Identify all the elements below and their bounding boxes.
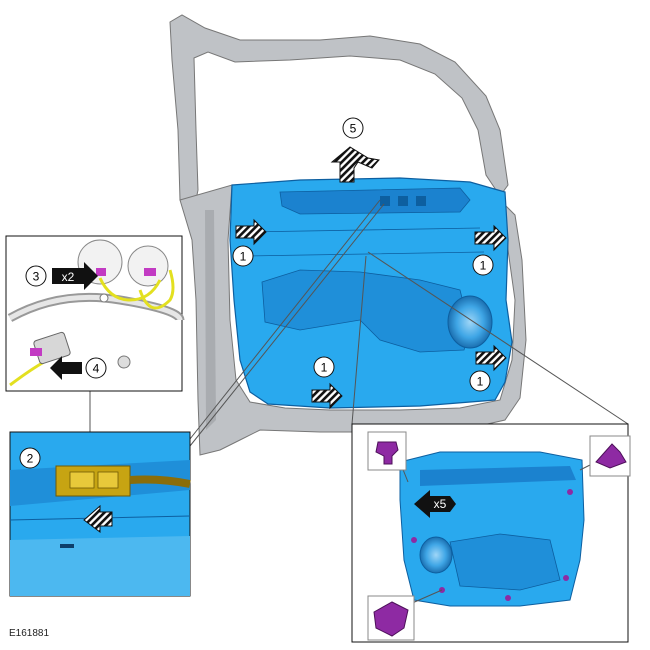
callout-1-right-upper: 1: [472, 254, 494, 276]
leader-lines: [89, 199, 629, 447]
quantity-badge-x5: x5: [414, 490, 456, 518]
svg-text:1: 1: [240, 250, 247, 264]
callout-1-bottom: 1: [313, 356, 335, 378]
svg-text:3: 3: [33, 270, 40, 284]
svg-text:2: 2: [27, 452, 34, 466]
svg-text:x2: x2: [62, 270, 75, 284]
quantity-badge-x2: x2: [52, 262, 98, 290]
svg-text:4: 4: [93, 362, 100, 376]
clip-detail-bottom-left: [367, 595, 415, 641]
svg-text:5: 5: [350, 122, 357, 136]
lift-arrow: [330, 146, 380, 183]
callout-2: 2: [19, 447, 41, 469]
callout-5: 5: [342, 117, 364, 139]
callout-1-left-upper: 1: [232, 245, 254, 267]
pull-arrow-left-upper: [235, 218, 267, 246]
door-frame: [169, 14, 527, 456]
svg-text:1: 1: [321, 361, 328, 375]
pull-arrow-right-upper: [474, 224, 507, 252]
pull-arrow-right-lower: [475, 344, 507, 372]
callout-3: 3: [25, 265, 47, 287]
clip-detail-top-left: [367, 431, 407, 471]
release-arrow-2: [83, 504, 113, 533]
callout-1-right-lower: 1: [469, 370, 491, 392]
svg-text:x5: x5: [434, 497, 447, 511]
svg-text:1: 1: [477, 375, 484, 389]
pull-arrow-bottom: [311, 382, 343, 410]
door-trim-panel: [229, 177, 513, 409]
clip-detail-top-right: [589, 435, 631, 477]
svg-text:1: 1: [480, 259, 487, 273]
callout-4: 4: [85, 357, 107, 379]
figure-id: E161881: [9, 628, 50, 639]
release-arrow-4: [50, 356, 82, 380]
